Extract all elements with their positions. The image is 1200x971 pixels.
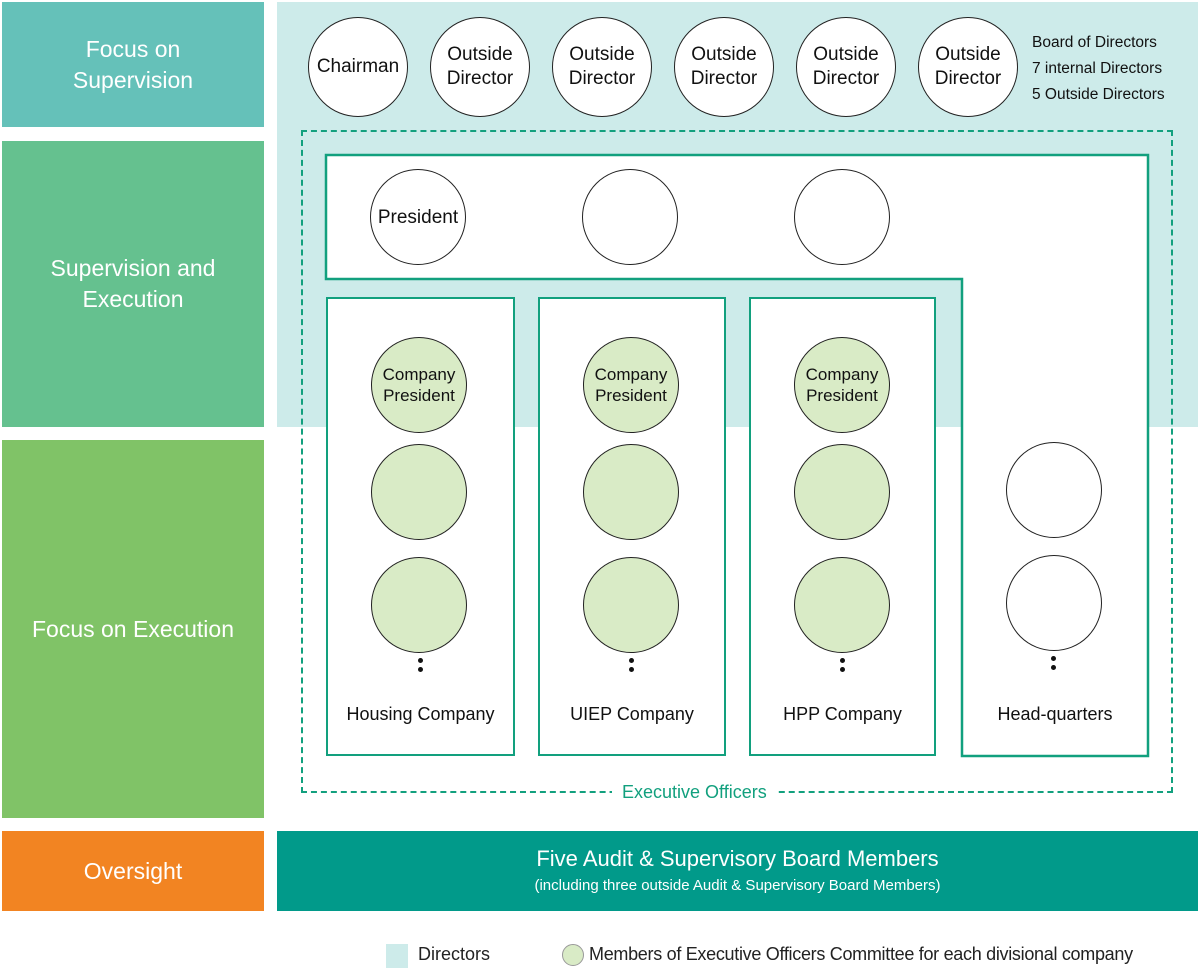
company-president-circle: Company President xyxy=(371,337,467,433)
row-label-focus-execution: Focus on Execution xyxy=(2,440,264,818)
board-note-internal: 7 internal Directors xyxy=(1032,60,1163,77)
board-member-outside-director: Outside Director xyxy=(674,17,774,117)
headquarters-name: Head-quarters xyxy=(997,704,1113,724)
board-member-chairman: Chairman xyxy=(308,17,408,117)
committee-member-circle xyxy=(583,444,679,540)
row-label-oversight: Oversight xyxy=(2,831,264,911)
headquarters-officer-circle xyxy=(1006,555,1102,651)
headquarters-officer-circle xyxy=(1006,442,1102,538)
board-note-outside: 5 Outside Directors xyxy=(1032,86,1165,103)
company-name: Housing Company xyxy=(346,704,495,724)
legend-directors-swatch-icon xyxy=(386,944,408,968)
board-member-outside-director: Outside Director xyxy=(796,17,896,117)
company-president-circle: Company President xyxy=(794,337,890,433)
board-note-title: Board of Directors xyxy=(1032,34,1157,51)
legend-members-swatch-icon xyxy=(562,944,584,966)
audit-title: Five Audit & Supervisory Board Members xyxy=(536,846,939,871)
committee-member-circle xyxy=(583,557,679,653)
president-circle: President xyxy=(370,169,466,265)
board-note: Board of Directors 7 internal Directors … xyxy=(1032,30,1165,108)
executive-officers-label: Executive Officers xyxy=(612,780,777,804)
committee-member-circle xyxy=(794,557,890,653)
company-box-uiep: Company President UIEP Company xyxy=(538,297,726,756)
board-member-outside-director: Outside Director xyxy=(430,17,530,117)
board-member-outside-director: Outside Director xyxy=(918,17,1018,117)
company-box-housing: Company President Housing Company xyxy=(326,297,515,756)
officer-circle xyxy=(794,169,890,265)
company-name: UIEP Company xyxy=(570,704,694,724)
company-name: HPP Company xyxy=(783,704,902,724)
row-label-focus-supervision: Focus on Supervision xyxy=(2,2,264,127)
audit-board-bar: Five Audit & Supervisory Board Members (… xyxy=(277,831,1198,911)
board-member-outside-director: Outside Director xyxy=(552,17,652,117)
committee-member-circle xyxy=(371,557,467,653)
officer-circle xyxy=(582,169,678,265)
company-box-hpp: Company President HPP Company xyxy=(749,297,936,756)
row-label-supervision-execution: Supervision and Execution xyxy=(2,141,264,427)
company-president-circle: Company President xyxy=(583,337,679,433)
audit-subtitle: (including three outside Audit & Supervi… xyxy=(534,877,941,894)
committee-member-circle xyxy=(794,444,890,540)
legend-directors-label: Directors xyxy=(418,944,491,964)
committee-member-circle xyxy=(371,444,467,540)
legend-members-label: Members of Executive Officers Committee … xyxy=(589,944,1133,964)
